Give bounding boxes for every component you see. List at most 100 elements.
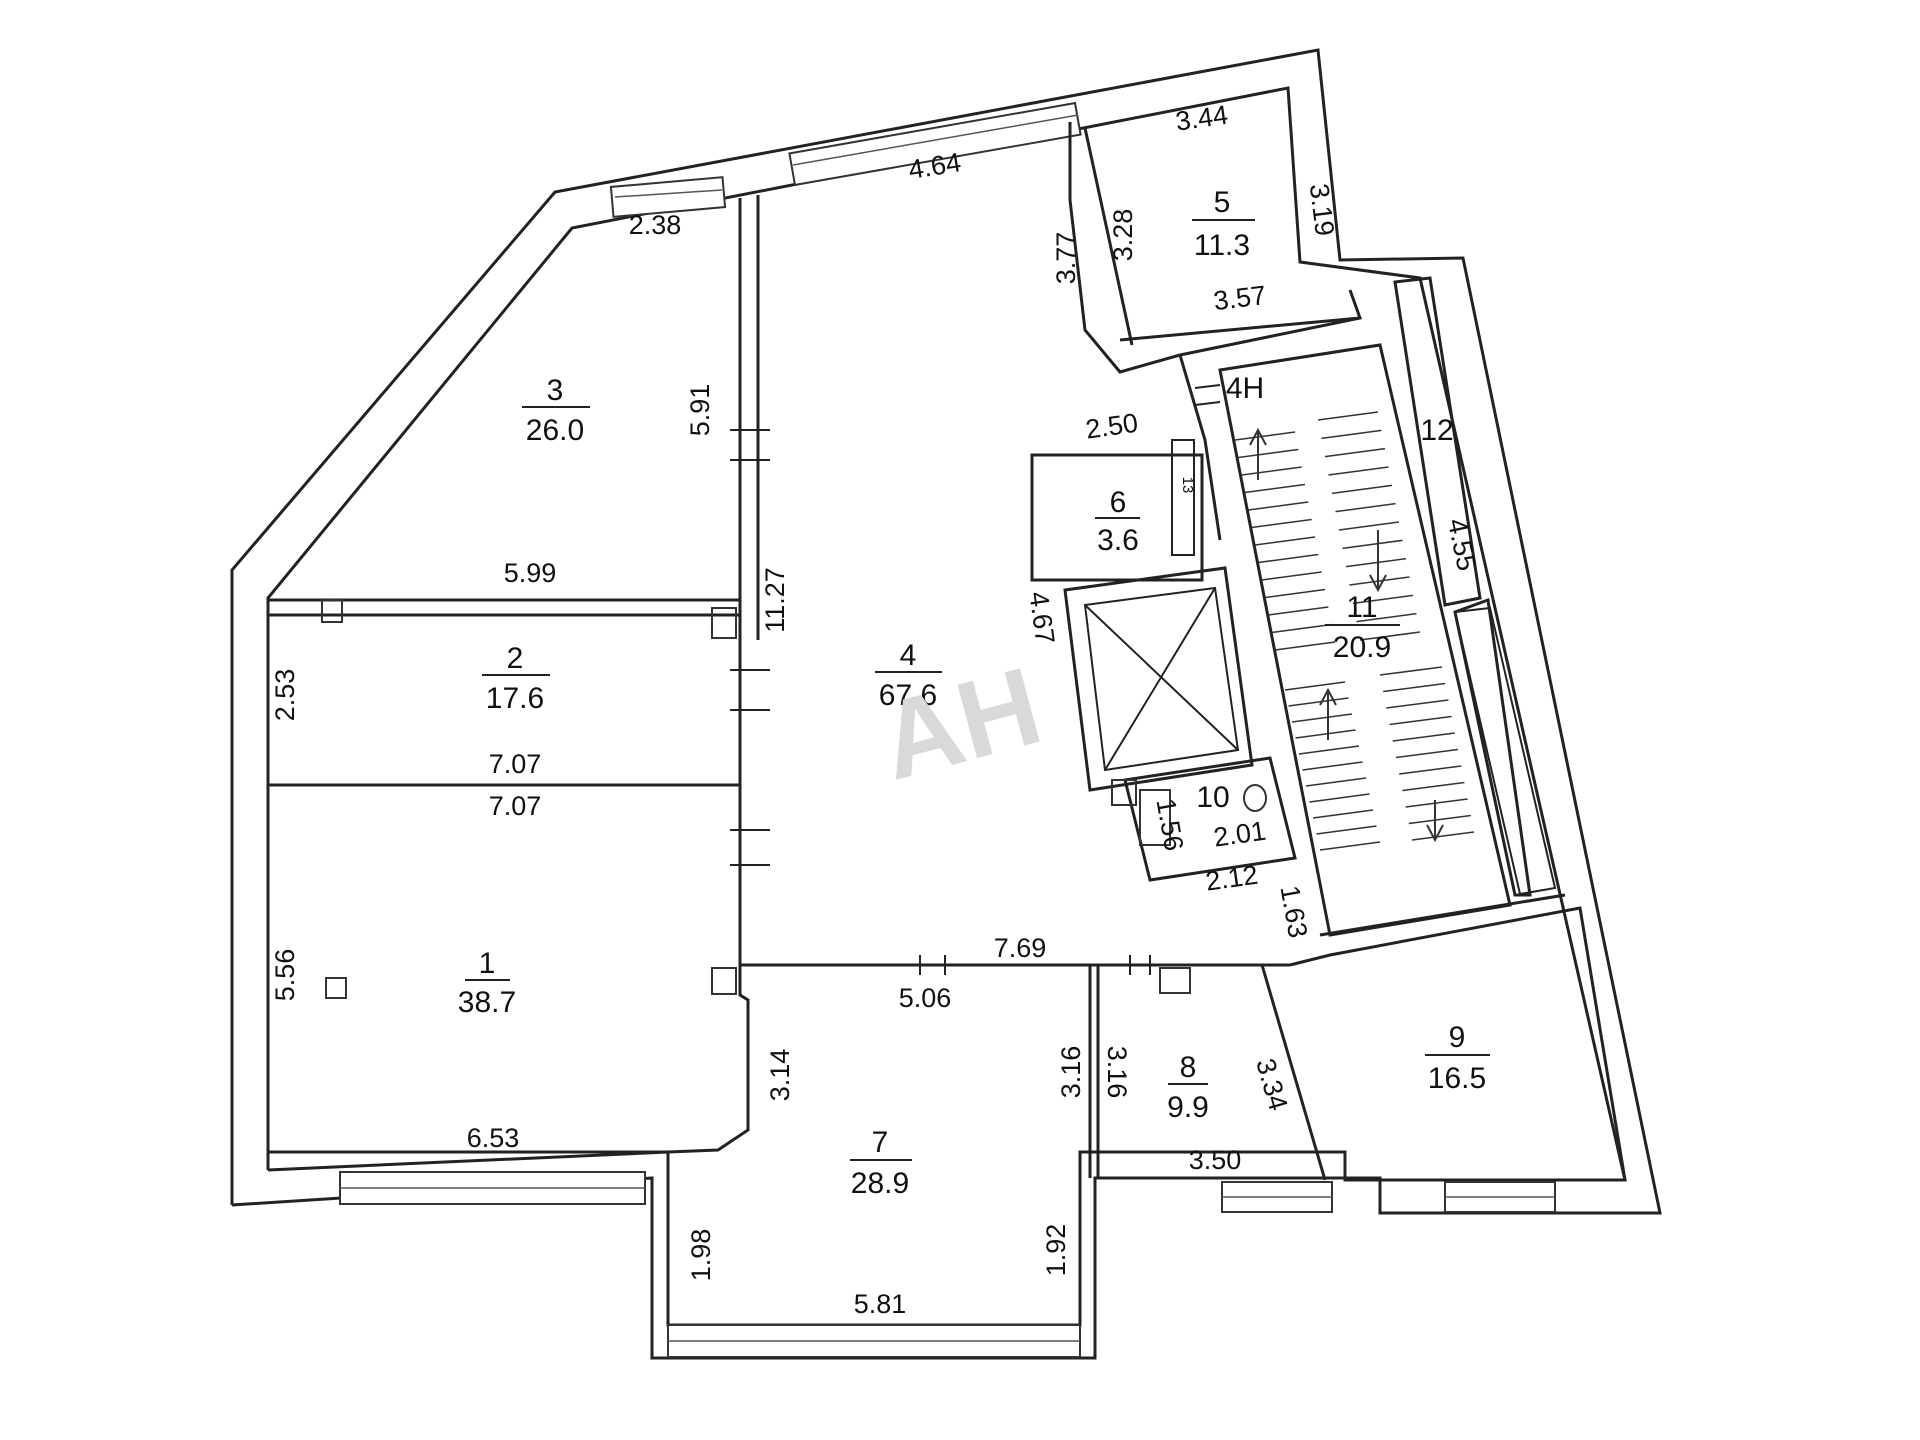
dim-3-16-left: 3.16 bbox=[1056, 1046, 1086, 1099]
stair-tread bbox=[1345, 557, 1407, 568]
svg-text:3: 3 bbox=[547, 374, 564, 407]
stair-tread bbox=[1411, 831, 1475, 841]
dim-11-27: 11.27 bbox=[760, 567, 790, 633]
fixtures bbox=[321, 599, 1267, 999]
room-13-label: 13 bbox=[1179, 477, 1196, 494]
window-room3 bbox=[609, 176, 727, 218]
stair-tread bbox=[1312, 809, 1374, 819]
room-5-label: 5 11.3 bbox=[1192, 186, 1255, 262]
dim-5-81: 5.81 bbox=[854, 1289, 907, 1319]
svg-text:17.6: 17.6 bbox=[486, 682, 544, 715]
stair-tread bbox=[1408, 814, 1471, 825]
stair-tread bbox=[1248, 501, 1309, 511]
stair-tread bbox=[1402, 781, 1465, 792]
room-2-label: 2 17.6 bbox=[482, 642, 550, 715]
stair-tread bbox=[1261, 571, 1322, 581]
staircase bbox=[1234, 411, 1475, 851]
stair-tread bbox=[1288, 697, 1349, 707]
stair-tread bbox=[1302, 761, 1363, 771]
dim-3-57: 3.57 bbox=[1212, 280, 1268, 316]
stair-tread bbox=[1389, 715, 1452, 726]
svg-text:8: 8 bbox=[1180, 1051, 1197, 1084]
dim-7-07-bottom: 7.07 bbox=[489, 791, 542, 821]
svg-text:6: 6 bbox=[1110, 486, 1127, 519]
stair-tread bbox=[1264, 588, 1326, 599]
stair-tread bbox=[1328, 466, 1389, 476]
stair-tread bbox=[1352, 594, 1414, 605]
room-3-label: 3 26.0 bbox=[522, 374, 590, 447]
stair-tread bbox=[1317, 411, 1379, 421]
dim-2-01: 2.01 bbox=[1212, 816, 1268, 853]
stair-tread bbox=[1309, 793, 1370, 803]
stair-tread bbox=[1271, 623, 1332, 634]
stair-tread bbox=[1399, 765, 1462, 775]
dim-3-77: 3.77 bbox=[1051, 232, 1081, 285]
stair-tread bbox=[1331, 484, 1393, 495]
dim-7-69: 7.69 bbox=[994, 933, 1047, 963]
svg-text:20.9: 20.9 bbox=[1333, 631, 1391, 664]
dim-4-67: 4.67 bbox=[1023, 590, 1060, 646]
stair-tread bbox=[1386, 699, 1449, 709]
room-12-label: 12 bbox=[1420, 414, 1453, 447]
dim-3-34: 3.34 bbox=[1250, 1055, 1293, 1114]
stair-tread bbox=[1244, 483, 1306, 494]
svg-text:4: 4 bbox=[900, 639, 917, 672]
window-room1 bbox=[339, 1171, 646, 1205]
stair-tread bbox=[1254, 536, 1316, 546]
stair-tread bbox=[1356, 612, 1417, 623]
svg-text:4Н: 4Н bbox=[1226, 372, 1264, 405]
dim-1-92: 1.92 bbox=[1041, 1224, 1071, 1277]
stair-tread bbox=[1319, 841, 1381, 851]
dim-3-28: 3.28 bbox=[1108, 209, 1138, 262]
dim-6-53: 6.53 bbox=[467, 1123, 520, 1153]
svg-text:26.0: 26.0 bbox=[526, 414, 584, 447]
stair-tread bbox=[1298, 745, 1360, 755]
stair-tread bbox=[1238, 448, 1299, 459]
stair-tread bbox=[1241, 466, 1302, 476]
dim-5-56: 5.56 bbox=[270, 949, 300, 1002]
svg-text:5: 5 bbox=[1214, 186, 1231, 219]
dim-7-07-top: 7.07 bbox=[489, 749, 542, 779]
dimension-ticks bbox=[730, 384, 1221, 975]
room-1-label: 1 38.7 bbox=[458, 947, 516, 1019]
stair-tread bbox=[1335, 502, 1396, 513]
window-room4 bbox=[788, 101, 1082, 187]
stair-tread bbox=[1268, 606, 1329, 616]
windows bbox=[339, 101, 1556, 1358]
stair-tread bbox=[1234, 431, 1296, 441]
svg-text:2: 2 bbox=[507, 642, 524, 675]
stair-tread bbox=[1251, 518, 1312, 529]
interior-walls bbox=[268, 122, 1627, 1181]
dim-1-98: 1.98 bbox=[686, 1229, 716, 1282]
room-4-label: 4 67.6 bbox=[875, 639, 942, 712]
svg-text:67.6: 67.6 bbox=[879, 679, 937, 712]
stair-tread bbox=[1274, 641, 1336, 651]
dim-2-50: 2.50 bbox=[1084, 408, 1140, 445]
dim-5-99: 5.99 bbox=[504, 558, 557, 588]
stair-tread bbox=[1284, 681, 1346, 691]
dim-3-14: 3.14 bbox=[765, 1049, 795, 1102]
room-8-label: 8 9.9 bbox=[1167, 1051, 1209, 1124]
dim-3-19: 3.19 bbox=[1304, 182, 1340, 238]
dim-2-53: 2.53 bbox=[270, 669, 300, 722]
stair-tread bbox=[1349, 576, 1410, 586]
room-4h-label: 4Н bbox=[1226, 372, 1264, 405]
stair-tread bbox=[1379, 666, 1443, 676]
stair-tread bbox=[1321, 429, 1382, 440]
svg-text:7: 7 bbox=[872, 1126, 889, 1159]
svg-text:38.7: 38.7 bbox=[458, 986, 516, 1019]
svg-text:11: 11 bbox=[1346, 591, 1377, 624]
svg-text:10: 10 bbox=[1196, 781, 1229, 814]
svg-text:9: 9 bbox=[1449, 1021, 1466, 1054]
window-room8 bbox=[1221, 1181, 1333, 1213]
svg-text:16.5: 16.5 bbox=[1428, 1062, 1486, 1095]
dim-1-63: 1.63 bbox=[1275, 883, 1314, 940]
dim-5-91: 5.91 bbox=[685, 384, 715, 437]
stair-tread bbox=[1258, 553, 1319, 564]
stair-tread bbox=[1324, 447, 1386, 458]
stair-tread bbox=[1295, 729, 1356, 739]
stair-tread bbox=[1383, 682, 1446, 693]
stair-tread bbox=[1405, 798, 1468, 808]
room-9-label: 9 16.5 bbox=[1425, 1021, 1490, 1095]
